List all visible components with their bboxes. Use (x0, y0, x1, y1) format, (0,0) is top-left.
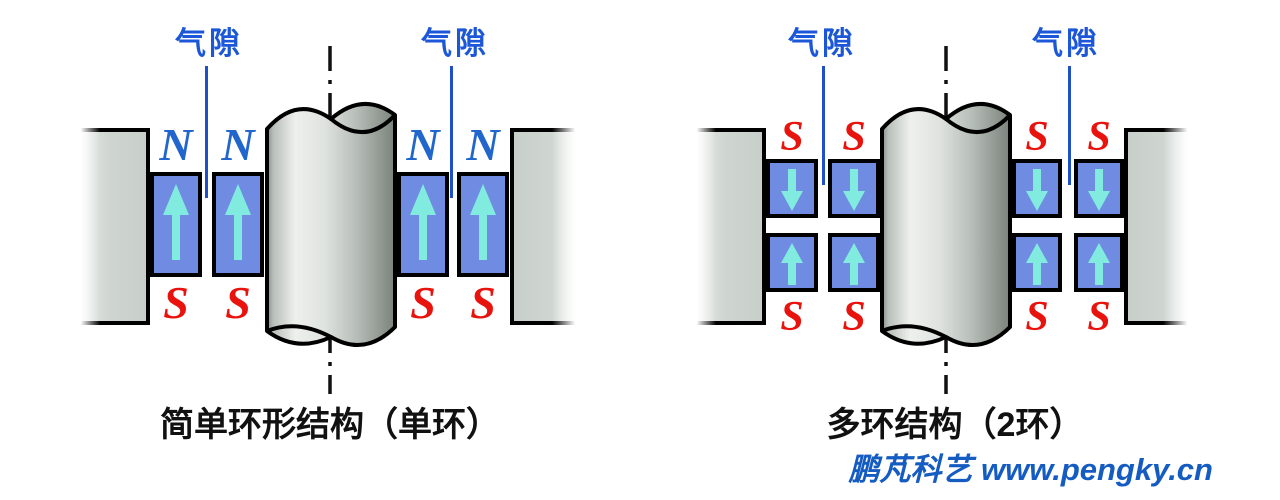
pole-label-n: N (466, 119, 500, 170)
magnetization-arrow-icon (1026, 243, 1048, 285)
pole-label-s: S (470, 277, 496, 328)
magnetization-arrow-icon (1088, 169, 1110, 211)
block-edge-fade (70, 124, 100, 330)
magnet (397, 172, 449, 277)
pole-label-n: N (406, 119, 440, 170)
magnet (828, 159, 880, 218)
magnet (1012, 233, 1062, 292)
magnetization-arrow-icon (163, 184, 189, 260)
air-gap-leader-line (1068, 66, 1071, 185)
air-gap-leader-line (450, 66, 453, 198)
air-gap-label: 气隙 (175, 26, 243, 61)
diagram-caption: 多环结构（2环） (826, 406, 1084, 444)
pole-label-s: S (780, 114, 804, 160)
magnet (828, 233, 880, 292)
pole-label-s: S (163, 277, 189, 328)
magnetization-arrow-icon (1088, 243, 1110, 285)
magnetization-arrow-icon (410, 184, 436, 260)
shaft (880, 101, 1012, 347)
magnet (212, 172, 264, 277)
magnetization-arrow-icon (470, 184, 496, 260)
pole-label-s: S (780, 294, 804, 340)
air-gap-label: 气隙 (1032, 26, 1100, 61)
block-edge-fade (686, 124, 716, 330)
air-gap-leader-line (822, 66, 825, 185)
block-edge-fade (552, 124, 586, 330)
pole-label-s: S (410, 277, 436, 328)
magnet (766, 159, 818, 218)
magnetization-arrow-icon (843, 169, 865, 211)
magnetization-arrow-icon (843, 243, 865, 285)
magnet (457, 172, 509, 277)
pole-label-s: S (225, 277, 251, 328)
magnetization-arrow-icon (1026, 169, 1048, 211)
diagram-caption: 简单环形结构（单环） (160, 406, 500, 444)
pole-label-s: S (842, 294, 866, 340)
pole-label-n: N (221, 119, 255, 170)
pole-label-s: S (1025, 114, 1049, 160)
pole-label-n: N (159, 119, 193, 170)
air-gap-label: 气隙 (788, 26, 856, 61)
pole-label-s: S (1087, 114, 1111, 160)
magnet (766, 233, 818, 292)
magnetization-arrow-icon (225, 184, 251, 260)
magnet (150, 172, 202, 277)
magnetization-arrow-icon (781, 243, 803, 285)
pole-label-s: S (1087, 294, 1111, 340)
magnetization-arrow-icon (781, 169, 803, 211)
magnet (1074, 159, 1124, 218)
shaft (265, 101, 397, 347)
pole-label-s: S (842, 114, 866, 160)
air-gap-label: 气隙 (421, 26, 489, 61)
block-edge-fade (1163, 124, 1199, 330)
magnet (1012, 159, 1062, 218)
air-gap-leader-line (205, 66, 208, 198)
watermark: 鹏芃科艺 www.pengky.cn (848, 452, 1213, 487)
magnet (1074, 233, 1124, 292)
pole-label-s: S (1025, 294, 1049, 340)
